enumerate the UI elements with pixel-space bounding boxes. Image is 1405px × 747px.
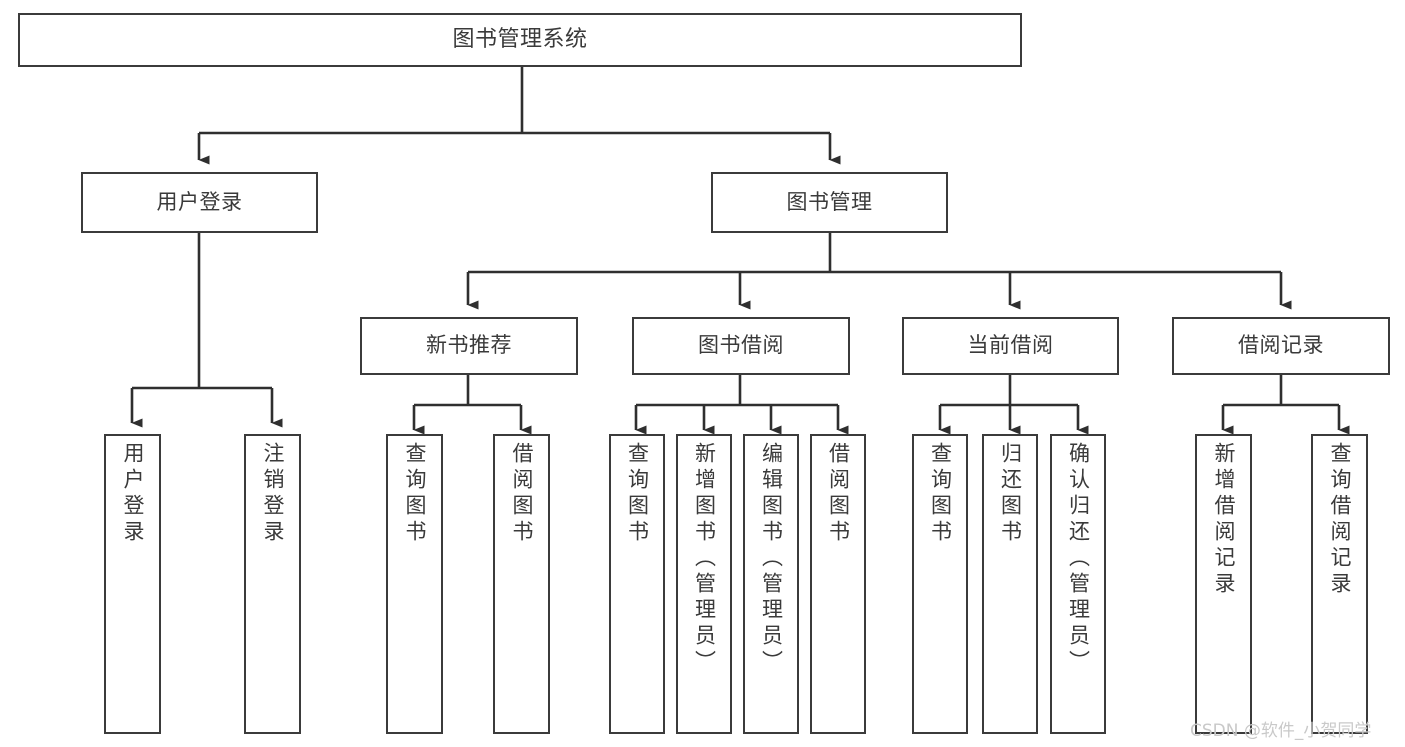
- node-root-system[interactable]: 图书管理系统: [18, 13, 1022, 67]
- node-label: 新增图书（管理员）: [692, 442, 717, 676]
- csdn-watermark: CSDN @软件_小贺同学: [1190, 721, 1372, 741]
- node-label: 用户登录: [156, 189, 243, 214]
- leaf-logout[interactable]: 注销登录: [244, 434, 301, 734]
- node-label: 用户登录: [121, 442, 145, 546]
- node-label: 新书推荐: [426, 333, 512, 358]
- node-current-borrow[interactable]: 当前借阅: [902, 317, 1119, 375]
- node-label: 当前借阅: [967, 333, 1054, 358]
- leaf-edit-book-admin[interactable]: 编辑图书（管理员）: [743, 434, 799, 734]
- node-label: 归还图书: [998, 442, 1023, 546]
- leaf-add-borrow-record[interactable]: 新增借阅记录: [1195, 434, 1252, 734]
- node-book-management[interactable]: 图书管理: [711, 172, 948, 233]
- node-book-borrow[interactable]: 图书借阅: [632, 317, 850, 375]
- leaf-confirm-return-admin[interactable]: 确认归还（管理员）: [1050, 434, 1106, 734]
- node-label: 图书管理系统: [452, 26, 588, 52]
- leaf-query-borrow-record[interactable]: 查询借阅记录: [1311, 434, 1368, 734]
- node-label: 确认归还（管理员）: [1066, 442, 1091, 676]
- leaf-borrow-book-new[interactable]: 借阅图书: [493, 434, 550, 734]
- node-label: 图书管理: [786, 189, 873, 214]
- leaf-return-book[interactable]: 归还图书: [982, 434, 1038, 734]
- node-label: 编辑图书（管理员）: [759, 442, 784, 676]
- node-label: 查询借阅记录: [1328, 442, 1352, 598]
- leaf-query-book-new[interactable]: 查询图书: [386, 434, 443, 734]
- node-label: 注销登录: [261, 442, 285, 546]
- node-label: 查询图书: [625, 442, 650, 546]
- leaf-query-book-current[interactable]: 查询图书: [912, 434, 968, 734]
- leaf-borrow-book[interactable]: 借阅图书: [810, 434, 866, 734]
- node-label: 查询图书: [403, 442, 427, 546]
- leaf-user-login[interactable]: 用户登录: [104, 434, 161, 734]
- node-label: 借阅图书: [510, 442, 534, 546]
- node-label: 查询图书: [928, 442, 953, 546]
- node-label: 图书借阅: [698, 333, 784, 358]
- leaf-add-book-admin[interactable]: 新增图书（管理员）: [676, 434, 732, 734]
- node-label: 借阅记录: [1238, 333, 1324, 358]
- node-new-book-recommend[interactable]: 新书推荐: [360, 317, 578, 375]
- leaf-query-book-borrow[interactable]: 查询图书: [609, 434, 665, 734]
- node-borrow-records[interactable]: 借阅记录: [1172, 317, 1390, 375]
- node-user-login[interactable]: 用户登录: [81, 172, 318, 233]
- node-label: 新增借阅记录: [1212, 442, 1236, 598]
- node-label: 借阅图书: [826, 442, 851, 546]
